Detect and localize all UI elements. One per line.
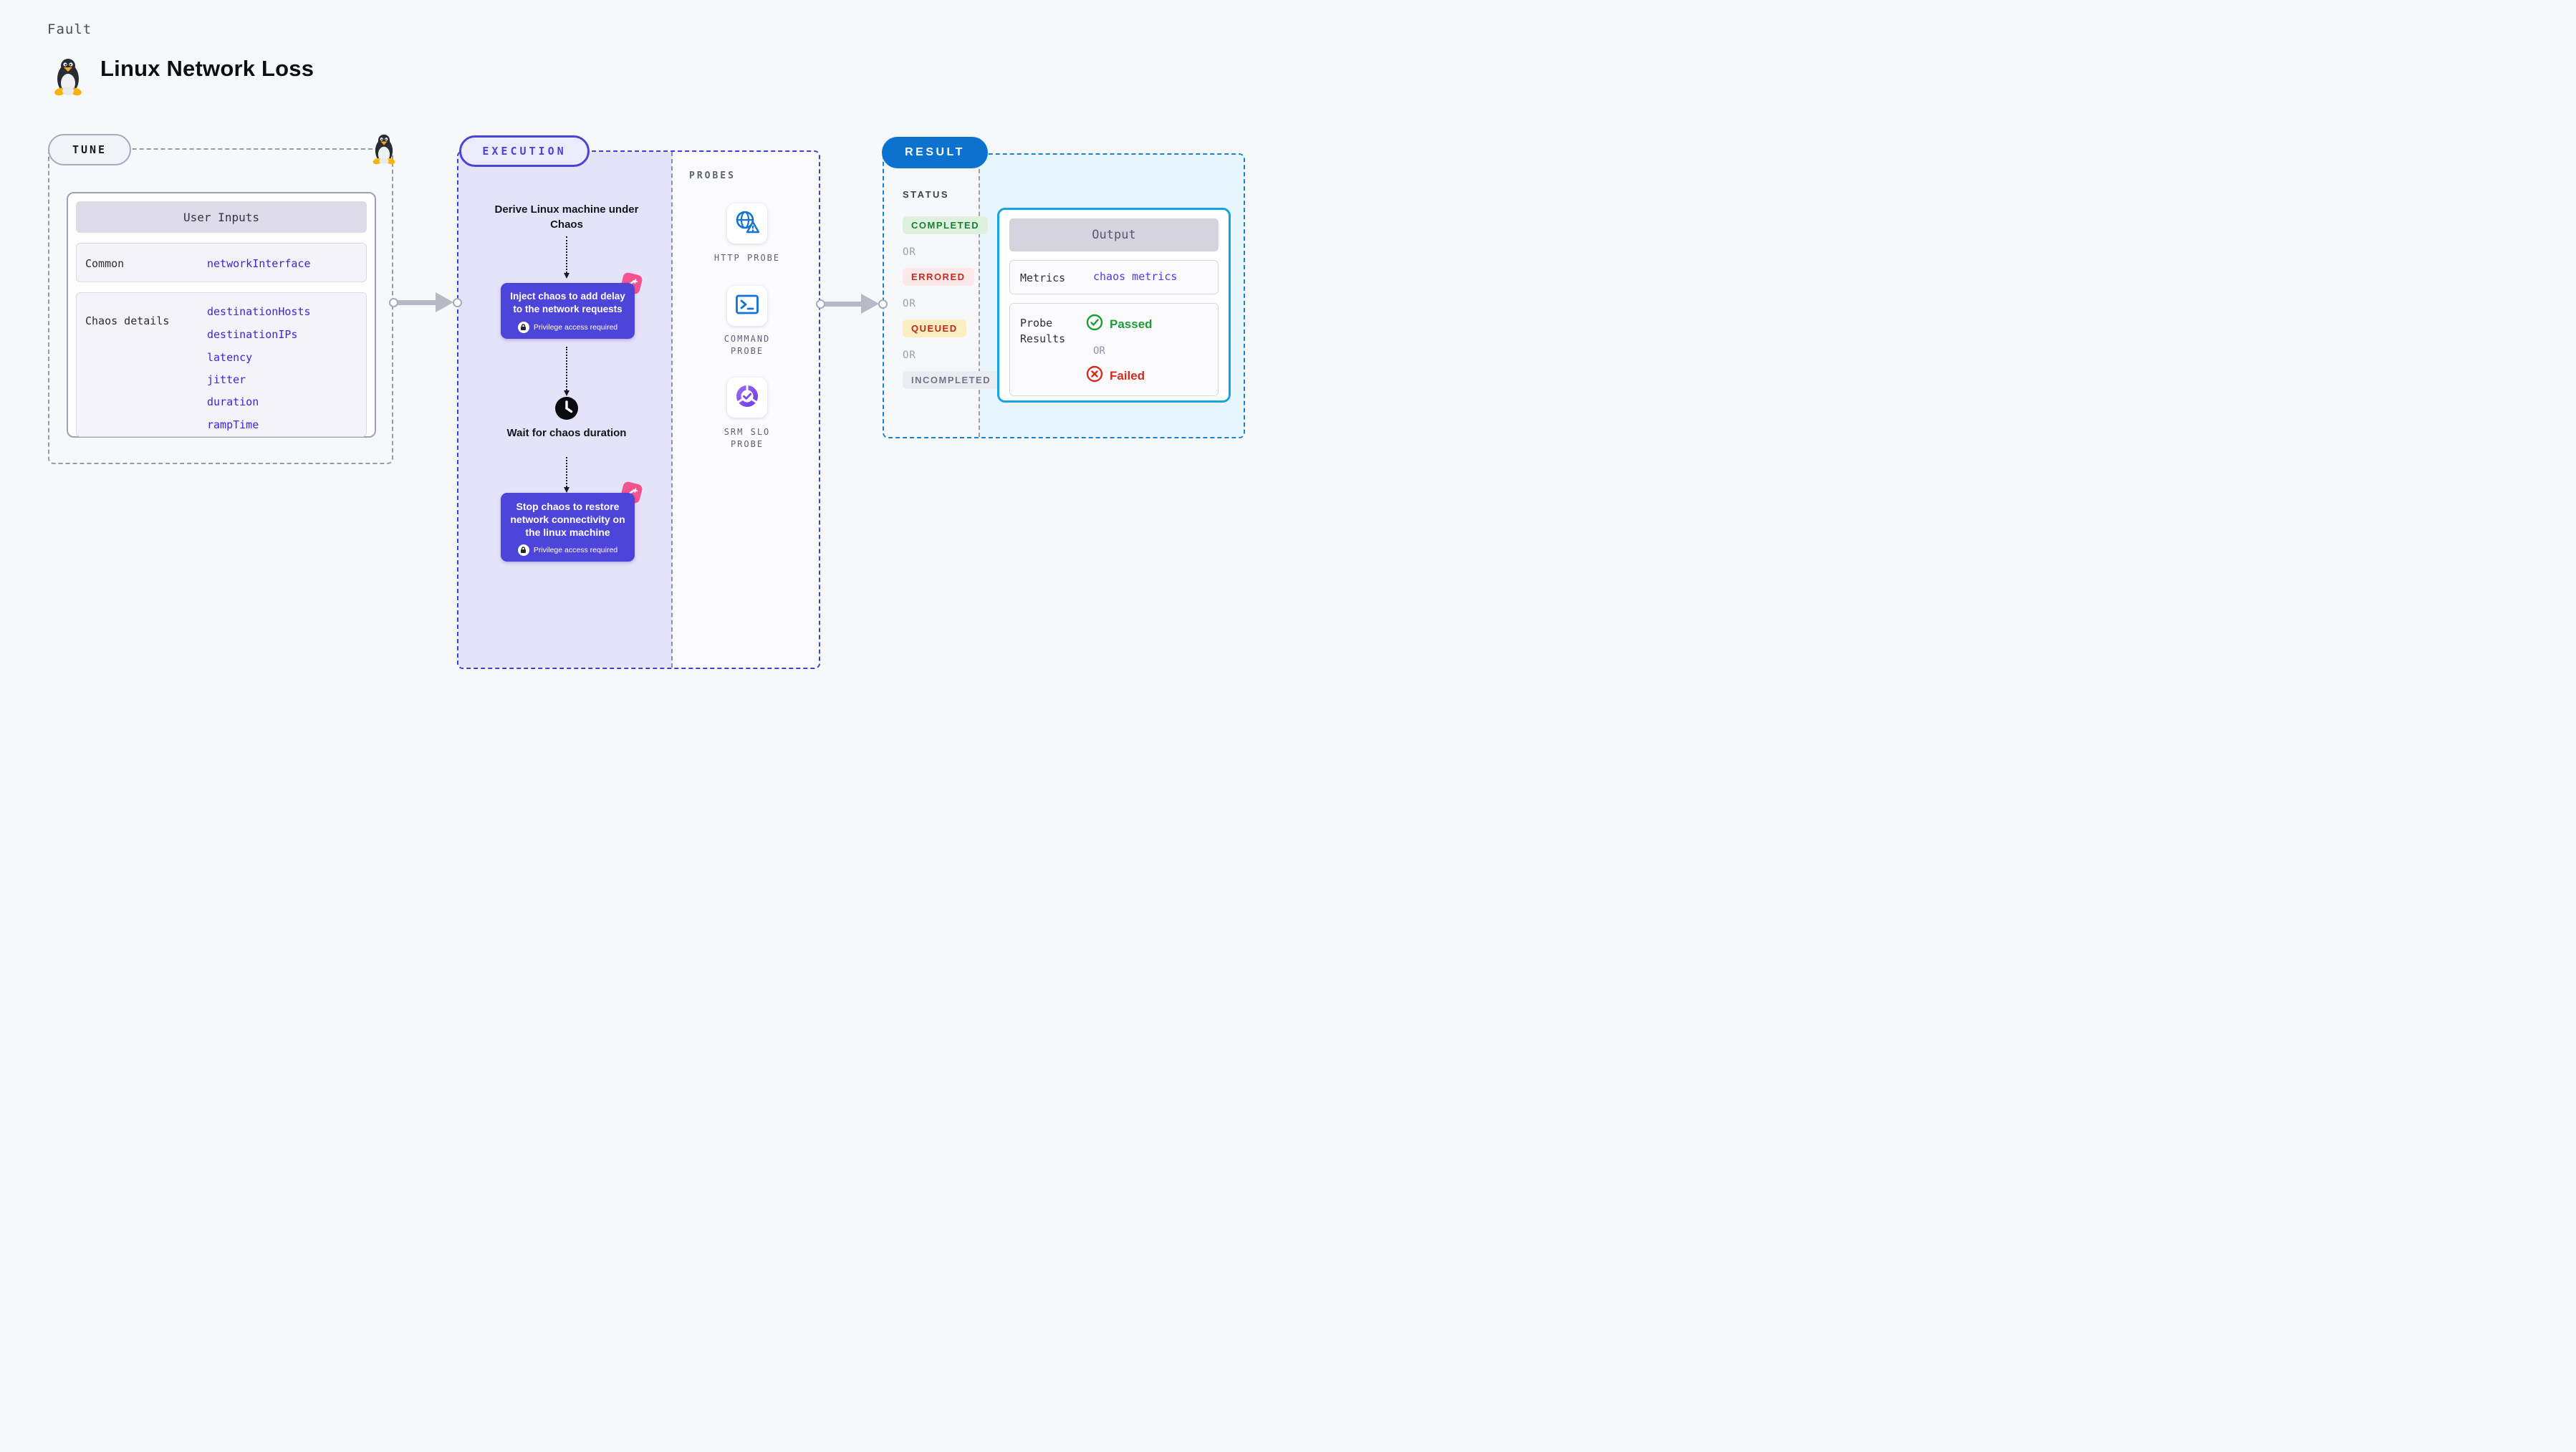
param-rampTime: rampTime bbox=[207, 418, 259, 431]
x-circle-icon bbox=[1086, 365, 1103, 386]
input-row-label: Common bbox=[85, 257, 125, 270]
tune-section: TUNE User Inputs Common networkInterface bbox=[48, 134, 395, 464]
derive-step-label: Derive Linux machine under Chaos bbox=[494, 203, 639, 231]
privilege-label: Privilege access required bbox=[533, 323, 618, 332]
or-label: OR bbox=[903, 246, 916, 258]
output-card: Output Metrics chaos metrics Probe Resul… bbox=[997, 208, 1231, 403]
flow-arrow-down-icon bbox=[564, 236, 569, 279]
status-heading: STATUS bbox=[903, 189, 950, 200]
srm-slo-probe-card bbox=[727, 378, 767, 418]
arrow-head-icon bbox=[436, 292, 453, 312]
check-circle-icon bbox=[1086, 314, 1103, 335]
metrics-row: Metrics chaos metrics bbox=[1009, 260, 1219, 294]
output-header: Output bbox=[1009, 218, 1219, 251]
passed-label: Passed bbox=[1110, 317, 1153, 331]
clock-icon bbox=[554, 396, 579, 420]
privilege-label: Privilege access required bbox=[533, 546, 618, 554]
input-row-common: Common networkInterface bbox=[76, 243, 367, 282]
connector-dot bbox=[878, 299, 888, 309]
connector-dot bbox=[389, 298, 398, 307]
connector-dot bbox=[816, 299, 825, 309]
execution-to-result-arrow bbox=[822, 302, 862, 307]
tune-pill: TUNE bbox=[48, 134, 131, 165]
inject-chaos-node: Inject chaos to add delay to the network… bbox=[501, 283, 635, 339]
tux-icon bbox=[53, 57, 83, 96]
lock-icon bbox=[517, 322, 529, 333]
flow-arrow-down-icon bbox=[564, 457, 569, 493]
execution-pill: EXECUTION bbox=[459, 135, 590, 167]
result-pill: RESULT bbox=[882, 137, 988, 168]
or-label: OR bbox=[1093, 345, 1105, 357]
fault-diagram: Fault Linux Network Loss TUNE bbox=[0, 0, 1288, 726]
param-destinationHosts: destinationHosts bbox=[207, 305, 311, 318]
tune-to-execution-arrow bbox=[395, 300, 437, 305]
fault-kind-label: Fault bbox=[47, 21, 92, 37]
user-inputs-header: User Inputs bbox=[76, 201, 367, 233]
stop-chaos-label: Stop chaos to restore network connectivi… bbox=[510, 501, 625, 538]
failed-label: Failed bbox=[1110, 368, 1145, 383]
inject-chaos-label: Inject chaos to add delay to the network… bbox=[510, 291, 625, 314]
wait-step-label: Wait for chaos duration bbox=[506, 427, 627, 439]
param-destinationIPs: destinationIPs bbox=[207, 328, 298, 341]
input-row-chaos-details: Chaos details destinationHosts destinati… bbox=[76, 292, 367, 437]
page-title: Linux Network Loss bbox=[100, 56, 314, 81]
probe-results-label: Probe Results bbox=[1020, 317, 1066, 345]
flow-arrow-down-icon bbox=[564, 347, 569, 396]
user-inputs-card: User Inputs Common networkInterface Chao… bbox=[67, 192, 376, 438]
passed-indicator: Passed bbox=[1086, 314, 1153, 335]
slo-donut-check-icon bbox=[734, 383, 760, 413]
status-badge-queued: QUEUED bbox=[903, 319, 966, 337]
metrics-value: chaos metrics bbox=[1093, 270, 1178, 283]
status-badge-errored: ERRORED bbox=[903, 268, 974, 286]
srm-slo-probe-label: SRM SLO PROBE bbox=[724, 427, 771, 449]
tux-icon bbox=[372, 132, 396, 166]
input-row-label: Chaos details bbox=[85, 314, 170, 327]
stop-chaos-node: Stop chaos to restore network connectivi… bbox=[501, 493, 635, 562]
command-probe-label: COMMAND PROBE bbox=[724, 334, 771, 356]
status-badge-incompleted: INCOMPLETED bbox=[903, 371, 1000, 389]
globe-alert-icon bbox=[734, 210, 760, 238]
or-label: OR bbox=[903, 298, 916, 309]
arrow-head-icon bbox=[861, 294, 879, 314]
failed-indicator: Failed bbox=[1086, 365, 1145, 386]
execution-section: EXECUTION PROBES Derive Linux machine un… bbox=[457, 135, 820, 669]
status-output-divider bbox=[979, 155, 980, 437]
http-probe-card bbox=[727, 203, 767, 244]
connector-dot bbox=[453, 298, 462, 307]
execution-probes-divider bbox=[671, 152, 673, 668]
status-badge-completed: COMPLETED bbox=[903, 216, 989, 234]
or-label: OR bbox=[903, 350, 916, 361]
param-networkInterface: networkInterface bbox=[207, 257, 311, 270]
probe-results-row: Probe Results Passed OR bbox=[1009, 303, 1219, 396]
lock-icon bbox=[517, 544, 529, 556]
http-probe-label: HTTP PROBE bbox=[713, 253, 781, 263]
terminal-icon bbox=[735, 293, 759, 319]
param-duration: duration bbox=[207, 395, 259, 408]
metrics-label: Metrics bbox=[1020, 271, 1066, 284]
param-latency: latency bbox=[207, 351, 253, 364]
result-section: RESULT STATUS COMPLETED OR ERRORED OR QU… bbox=[882, 137, 1245, 438]
command-probe-card bbox=[727, 286, 767, 326]
param-jitter: jitter bbox=[207, 373, 246, 386]
probes-label: PROBES bbox=[689, 170, 736, 181]
